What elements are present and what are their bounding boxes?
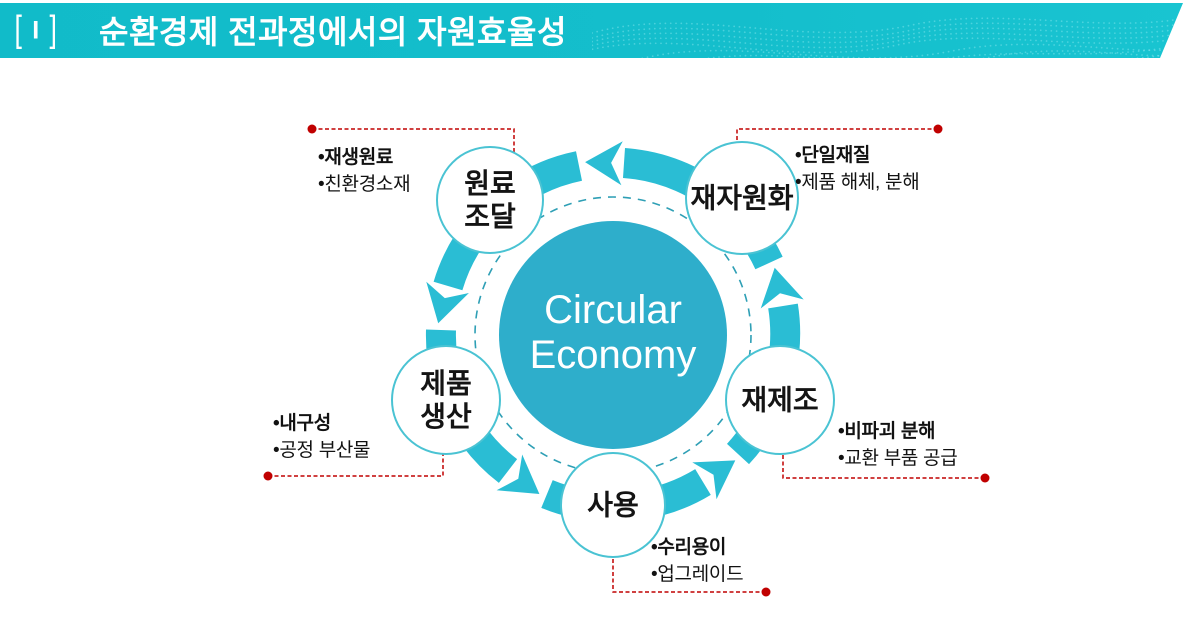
note-line: •제품 해체, 분해 <box>795 172 920 193</box>
node-circle-product-manufacturing <box>391 345 501 455</box>
connector-material-sourcing <box>312 128 515 152</box>
connector-re-resourcing <box>736 128 938 142</box>
arrow-down-right-icon <box>496 454 540 494</box>
wave-dots <box>592 16 1183 58</box>
node-circle-use <box>560 452 666 558</box>
callout-connectors <box>268 128 985 593</box>
arrow-up-icon <box>760 267 804 309</box>
cycle-arrowheads <box>426 141 804 500</box>
node-label-remanufacturing: 재제조 <box>741 383 818 416</box>
note-remanufacturing: •비파괴 분해 •교환 부품 공급 <box>838 418 958 472</box>
arrow-up-right-icon <box>692 460 736 500</box>
note-material-sourcing: •재생원료 •친환경소재 <box>318 144 411 198</box>
node-circle-re-resourcing <box>685 141 799 255</box>
node-label-line: 재제조 <box>741 384 819 416</box>
note-line: •수리용이 <box>651 537 727 558</box>
note-line: •단일재질 <box>795 145 871 166</box>
wave-pattern-decoration <box>592 16 1183 58</box>
index-numeral: I <box>32 16 40 44</box>
node-circles <box>391 141 835 558</box>
note-line: •친환경소재 <box>318 174 411 195</box>
note-line: •공정 부산물 <box>273 440 371 461</box>
connector-product-manufacturing <box>268 454 444 477</box>
node-label-line: 원료 <box>464 167 516 199</box>
callout-dots <box>263 124 990 597</box>
note-line: •업그레이드 <box>651 564 744 585</box>
node-label-line: 재자원화 <box>690 182 794 214</box>
slide-title: 순환경제 전과정에서의 자원효율성 <box>99 13 567 50</box>
center-label: Circular Economy <box>530 288 697 378</box>
note-line: •비파괴 분해 <box>838 421 936 442</box>
node-label-material-sourcing: 원료 조달 <box>464 167 516 233</box>
connector-dot <box>980 473 990 483</box>
node-label-use: 사용 <box>587 488 639 521</box>
header-bar: [ I ] 순환경제 전과정에서의 자원효율성 <box>0 3 1183 58</box>
connector-dot <box>761 587 771 597</box>
note-product-manufacturing: •내구성 •공정 부산물 <box>273 410 371 464</box>
connector-dot <box>307 124 317 134</box>
node-label-re-resourcing: 재자원화 <box>690 181 793 214</box>
center-label-line: Economy <box>529 333 697 377</box>
note-line: •재생원료 <box>318 147 394 168</box>
arrow-left-icon <box>585 141 623 186</box>
arrow-down-left-icon <box>426 281 469 324</box>
node-label-line: 생산 <box>420 401 472 432</box>
connector-use <box>612 557 766 593</box>
connector-remanufacturing <box>782 454 985 479</box>
note-use: •수리용이 •업그레이드 <box>651 534 744 588</box>
node-label-line: 제품 <box>420 367 472 399</box>
connector-dot <box>933 124 943 134</box>
node-circle-material-sourcing <box>436 146 544 254</box>
node-label-product-manufacturing: 제품 생산 <box>420 367 472 433</box>
node-circle-remanufacturing <box>725 345 835 455</box>
node-label-line: 사용 <box>587 489 639 521</box>
node-label-line: 조달 <box>464 201 516 232</box>
index-bracket-close: ] <box>49 8 58 49</box>
note-line: •내구성 <box>273 413 331 434</box>
section-index: [ I ] <box>13 10 59 51</box>
center-circle <box>499 221 727 449</box>
note-line: •교환 부품 공급 <box>838 448 958 469</box>
note-re-resourcing: •단일재질 •제품 해체, 분해 <box>795 142 920 196</box>
index-bracket-open: [ <box>14 8 22 49</box>
connector-dot <box>263 471 273 481</box>
center-label-line: Circular <box>544 287 682 332</box>
